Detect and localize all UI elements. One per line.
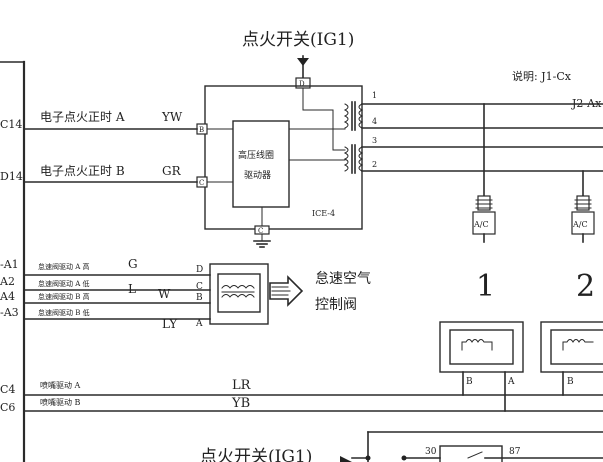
idle-valve-body — [217, 273, 261, 313]
ice-pin-b-label: B — [199, 126, 204, 134]
relay-switch-label: 点火开关(IG1) — [200, 447, 312, 462]
idle-label-a-high: 怠速阀驱动 A 高 — [38, 262, 90, 271]
air-flow-arrow-icon — [269, 275, 304, 307]
relay-contact-icon — [467, 451, 483, 459]
ig1-arrow-icon — [297, 58, 309, 66]
output-pin-3: 3 — [372, 136, 377, 145]
note-label: 说明: J1-Cx — [512, 69, 572, 83]
injector-2-inner — [550, 329, 603, 365]
timing-a-code: YW — [161, 110, 183, 124]
idle-code-ly: LY — [162, 317, 178, 331]
idle-valve-connector — [209, 263, 269, 325]
injector-a-code: LR — [232, 378, 252, 393]
idle-code-g: G — [128, 257, 138, 271]
coil-driver-box — [232, 120, 290, 208]
output-pin-4: 4 — [372, 117, 377, 126]
injector-1-coil-icon — [461, 339, 493, 351]
spark-plug-2-tag: A/C — [572, 220, 588, 229]
relay-switch-arrow-icon — [340, 456, 352, 462]
ice-pin-c-label: C — [199, 179, 204, 187]
relay-junction-icon — [401, 455, 407, 461]
idle-valve-name-2: 控制阀 — [315, 297, 357, 313]
spark-plug-1-icon — [472, 195, 496, 243]
relay-junction-2-icon — [365, 455, 371, 461]
coil-driver-label-1: 高压线圈 — [238, 149, 274, 161]
pin-a1: -A1 — [0, 258, 19, 271]
spark-plug-2-icon — [571, 195, 595, 243]
pin-a4: A4 — [0, 290, 15, 303]
injector-2-coil-icon — [562, 339, 594, 351]
relay-pin-30: 30 — [425, 447, 437, 457]
injector-b-label: 喷嘴驱动 B — [40, 397, 81, 407]
pin-a3: -A3 — [0, 306, 19, 319]
output-pin-2: 2 — [372, 160, 377, 169]
ice-module-box — [204, 85, 363, 230]
injector-a-label: 喷嘴驱动 A — [40, 380, 81, 390]
idle-valve-coil-icon — [221, 285, 255, 298]
ground-icon — [253, 240, 271, 248]
injector-1-label-b: B — [466, 377, 473, 387]
spark-plug-2-number: 2 — [576, 269, 595, 304]
idle-code-l: L — [128, 282, 136, 296]
idle-pin-a: A — [195, 319, 203, 329]
timing-b-label: 电子点火正时 B — [40, 164, 125, 178]
idle-code-w: W — [158, 287, 171, 301]
pin-a2: A2 — [0, 275, 15, 288]
ice-module-name: ICE-4 — [312, 209, 335, 218]
ignition-coil-b — [343, 144, 364, 174]
ice-pin-bottom-label: C — [258, 227, 263, 235]
injector-1-box — [439, 321, 524, 373]
spark-plug-1-tag: A/C — [473, 220, 489, 229]
relay-pin-87: 87 — [509, 447, 521, 457]
idle-pin-d: D — [196, 265, 203, 275]
idle-label-a-low: 怠速阀驱动 A 低 — [38, 279, 90, 288]
coil-driver-label-2: 驱动器 — [244, 170, 271, 181]
idle-valve-name-1: 怠速空气 — [315, 271, 371, 287]
injector-b-code: YB — [231, 396, 250, 411]
idle-pin-b: B — [196, 293, 203, 303]
injector-2-box — [540, 321, 603, 373]
ignition-title: 点火开关(IG1) — [242, 30, 354, 50]
injector-1-inner — [449, 329, 514, 365]
spark-plug-1-number: 1 — [476, 269, 495, 304]
pin-d14: D14 — [0, 170, 23, 183]
idle-label-b-high: 怠速阀驱动 B 高 — [38, 292, 90, 301]
idle-label-b-low: 怠速阀驱动 B 低 — [38, 308, 90, 317]
injector-2-label-b: B — [567, 377, 574, 387]
pin-c4: C4 — [0, 383, 15, 396]
ice-pin-top-label: D — [299, 80, 305, 88]
pin-c6: C6 — [0, 401, 15, 414]
timing-a-label: 电子点火正时 A — [40, 110, 125, 124]
injector-1-label-a: A — [507, 377, 515, 387]
pin-c14: C14 — [0, 118, 22, 131]
relay-box — [439, 445, 503, 462]
idle-pin-c: C — [196, 282, 203, 292]
timing-b-code: GR — [162, 164, 182, 178]
output-pin-1: 1 — [372, 91, 377, 100]
ignition-coil-a — [343, 101, 364, 131]
